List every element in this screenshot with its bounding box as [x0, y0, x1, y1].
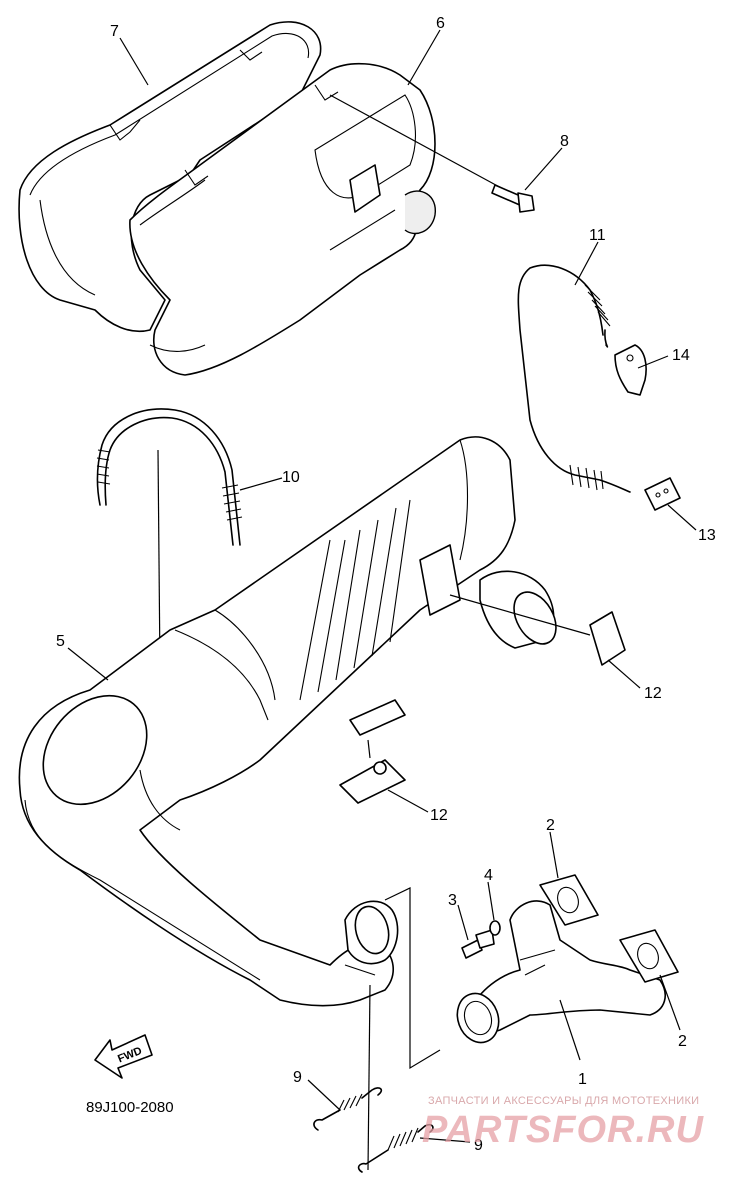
- callout-labels: 7 6 8 11 14 10 5 13 12 12 2 2 4 3 1 9 9: [56, 15, 716, 1154]
- washer-part-4: [489, 920, 501, 936]
- callout-9-right: 9: [474, 1137, 483, 1154]
- spring-part-9-right: [357, 1123, 434, 1173]
- watermark-tagline: ЗАПЧАСТИ И АКСЕССУАРЫ ДЛЯ МОТОТЕХНИКИ: [428, 1095, 699, 1107]
- assembly-reference-lines: [367, 887, 441, 1171]
- bolt-part-8: [329, 94, 535, 213]
- callout-6: 6: [436, 15, 445, 32]
- damper-part-12-upper: [449, 594, 626, 666]
- callout-10: 10: [282, 469, 300, 486]
- callout-4: 4: [484, 867, 493, 884]
- callout-12-upper: 12: [644, 685, 662, 702]
- callout-5: 5: [56, 633, 65, 650]
- watermark-site: PARTSFOR.RU: [422, 1109, 704, 1151]
- callout-2-upper: 2: [546, 817, 555, 834]
- watermark: ЗАПЧАСТИ И АКСЕССУАРЫ ДЛЯ МОТОТЕХНИКИ PA…: [422, 1095, 704, 1151]
- bracket-part-14: [614, 344, 647, 396]
- callout-1: 1: [578, 1071, 587, 1088]
- callout-12-lower: 12: [430, 807, 448, 824]
- damper-part-12-lower: [339, 739, 406, 804]
- gasket-part-2-lower: [619, 929, 679, 983]
- callout-11: 11: [589, 227, 606, 244]
- callout-2-lower: 2: [678, 1033, 687, 1050]
- spring-pipe-part-10: [96, 408, 243, 671]
- callout-leaders: [67, 29, 697, 1143]
- callout-13: 13: [698, 527, 716, 544]
- exhaust-pipe-part-1: [456, 900, 666, 1061]
- damper-plate-part-13: [644, 477, 681, 511]
- callout-7: 7: [110, 23, 119, 40]
- spring-rod-part-11: [517, 264, 631, 493]
- gasket-part-2-upper: [539, 874, 599, 926]
- bolt-part-3: [461, 929, 495, 959]
- callout-3: 3: [448, 892, 457, 909]
- callout-8: 8: [560, 133, 569, 150]
- callout-14: 14: [672, 347, 690, 364]
- heat-shield-inner-part-6: [129, 62, 436, 376]
- heat-shield-outer-part-7: [18, 21, 322, 333]
- spring-part-9-left: [313, 1087, 383, 1131]
- muffler-part-5: [18, 436, 557, 1007]
- forward-direction-arrow: FWD: [94, 1034, 153, 1079]
- callout-9-left: 9: [293, 1069, 302, 1086]
- diagram-code: 89J100-2080: [86, 1099, 174, 1116]
